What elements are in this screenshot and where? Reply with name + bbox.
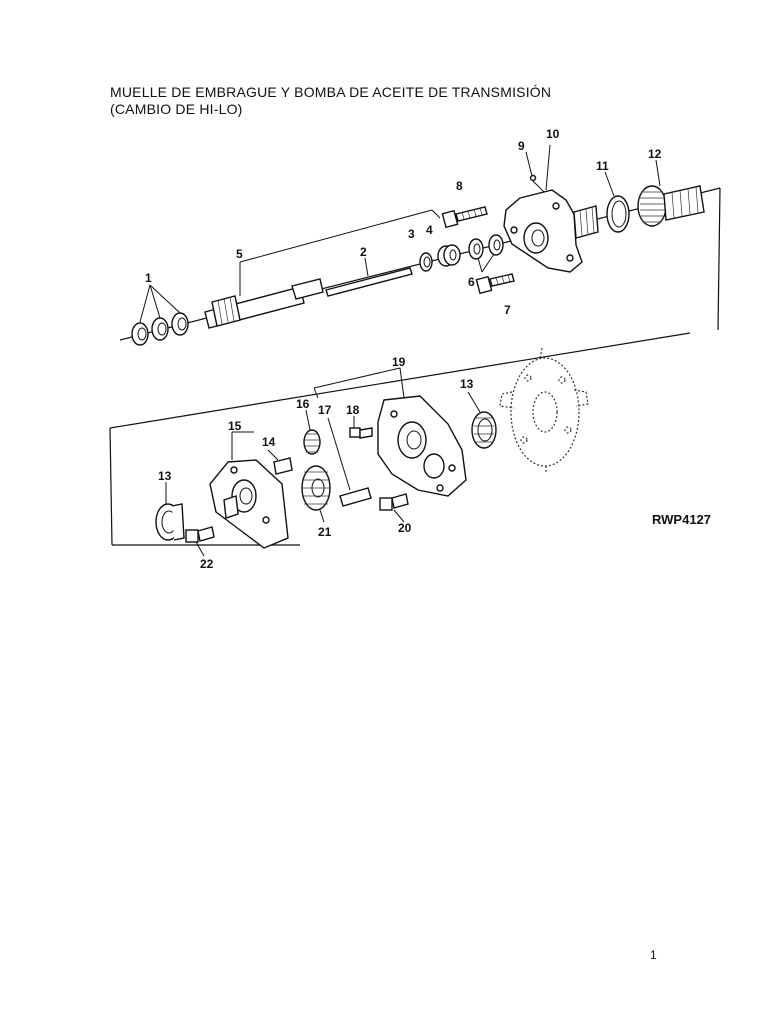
document-title: MUELLE DE EMBRAGUE Y BOMBA DE ACEITE DE … — [110, 84, 551, 118]
part-3-washer — [419, 252, 433, 272]
callout-2: 2 — [360, 245, 367, 259]
part-10-housing — [503, 144, 599, 273]
part-2-rod — [325, 257, 413, 297]
part-11-ring — [604, 171, 630, 233]
title-line-2: (CAMBIO DE HI-LO) — [110, 101, 243, 117]
part-7-bolt — [475, 273, 515, 295]
callout-labels: 1 2 3 4 5 6 7 8 9 10 11 12 13 13 14 15 1… — [145, 127, 662, 571]
callout-20: 20 — [398, 521, 412, 535]
callout-10: 10 — [546, 127, 560, 141]
diagram-reference-code: RWP4127 — [652, 512, 711, 527]
callout-6: 6 — [468, 275, 475, 289]
title-line-1: MUELLE DE EMBRAGUE Y BOMBA DE ACEITE DE … — [110, 84, 552, 100]
exploded-parts-diagram: 1 2 3 4 5 6 7 8 9 10 11 12 13 13 14 15 1… — [109, 127, 721, 571]
callout-19: 19 — [392, 355, 406, 369]
callout-9: 9 — [518, 139, 525, 153]
part-21-gear — [301, 465, 331, 523]
callout-16: 16 — [296, 397, 310, 411]
callout-7: 7 — [504, 303, 511, 317]
callout-5: 5 — [236, 247, 243, 261]
callout-17: 17 — [318, 403, 332, 417]
callout-22: 22 — [200, 557, 214, 571]
part-22-bolt — [185, 526, 215, 557]
callout-12: 12 — [648, 147, 662, 161]
part-1-snap-rings — [131, 284, 189, 346]
part-8-bolt — [441, 206, 488, 229]
part-4-spring — [437, 244, 461, 267]
callout-13-left: 13 — [158, 469, 172, 483]
page-number: 1 — [650, 948, 657, 962]
frame-right-line — [717, 187, 721, 331]
part-5-shaft — [204, 209, 441, 329]
callout-11: 11 — [596, 159, 609, 173]
callout-3: 3 — [408, 227, 415, 241]
part-13-seal-left — [155, 482, 185, 541]
callout-8: 8 — [456, 179, 463, 193]
part-14-pin — [267, 449, 293, 475]
callout-21: 21 — [318, 525, 332, 539]
part-12-gear-shaft — [637, 159, 705, 227]
part-17-pin — [327, 417, 372, 507]
part-19-pump-body — [313, 367, 467, 497]
part-20-bolt — [379, 493, 409, 523]
frame-middle-line — [109, 332, 691, 429]
part-15-pump-cover — [209, 431, 289, 549]
callout-13-right: 13 — [460, 377, 474, 391]
frame-left-line — [109, 427, 113, 546]
callout-4: 4 — [426, 223, 433, 237]
callout-14: 14 — [262, 435, 276, 449]
part-6-seals — [468, 234, 504, 273]
callout-18: 18 — [346, 403, 360, 417]
part-18-small-bolt — [349, 416, 373, 439]
callout-15: 15 — [228, 419, 242, 433]
callout-1: 1 — [145, 271, 152, 285]
part-13-bearing-right — [467, 391, 497, 449]
part-dotted-flywheel — [499, 347, 589, 474]
part-16-small-gear — [303, 409, 321, 455]
